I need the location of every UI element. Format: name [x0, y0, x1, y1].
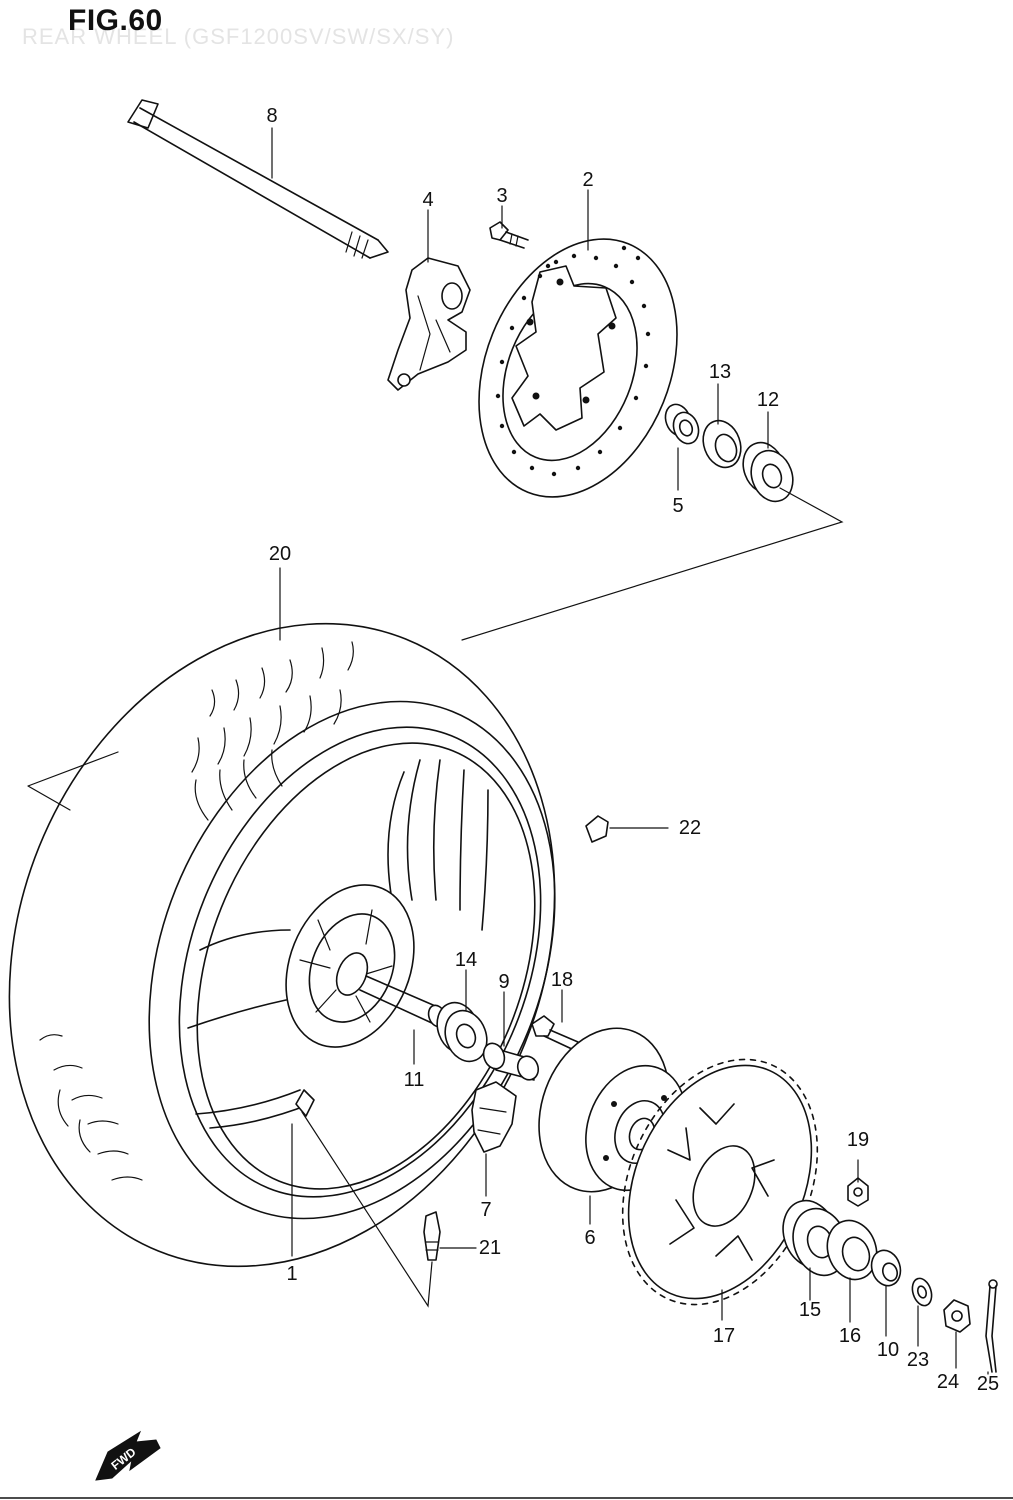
washer-shape-23	[911, 1277, 933, 1307]
label-part-15: 15	[799, 1299, 821, 1321]
damper-shape	[471, 1081, 517, 1153]
label-part-10: 10	[877, 1339, 899, 1361]
wheel-rim-shape	[178, 726, 542, 1198]
collar-shape	[482, 1042, 540, 1081]
label-part-6: 6	[584, 1227, 595, 1249]
label-part-17: 17	[713, 1325, 735, 1347]
rear-axle-shape	[127, 99, 389, 259]
brake-disc-shape	[478, 238, 678, 498]
label-part-8: 8	[266, 105, 277, 127]
rear-tire-shape	[8, 622, 556, 1268]
sprocket-bolt-shape	[531, 1015, 579, 1051]
part-labels: 8 4 3 2 13 12 5 20 22 14 9 18 11 19 7 6 …	[266, 105, 999, 1395]
label-part-20: 20	[269, 543, 291, 565]
label-part-7: 7	[480, 1199, 491, 1221]
forward-direction-badge: FWD	[95, 1430, 161, 1481]
oil-seal-shape-16	[826, 1219, 878, 1281]
label-part-14: 14	[455, 949, 477, 971]
label-part-11: 11	[404, 1069, 425, 1091]
oil-seal-shape	[702, 419, 742, 469]
label-part-23: 23	[907, 1349, 929, 1371]
label-part-5: 5	[672, 495, 683, 517]
axle-nut-shape-24	[943, 1299, 971, 1333]
leader-lines	[27, 127, 989, 1375]
air-valve-shape	[423, 1211, 441, 1261]
caliper-bracket-shape	[387, 257, 471, 391]
bearing-shape-14	[436, 1001, 488, 1063]
figure-title: FIG.60	[68, 4, 163, 37]
balancer-weight-shape	[585, 815, 609, 843]
nut-shape-19	[847, 1177, 869, 1207]
label-part-9: 9	[498, 971, 509, 993]
label-part-25: 25	[977, 1373, 999, 1395]
label-part-16: 16	[839, 1325, 861, 1347]
spacer-shape-10	[870, 1249, 902, 1287]
label-part-1: 1	[286, 1263, 297, 1285]
label-part-19: 19	[847, 1129, 869, 1151]
label-part-3: 3	[496, 185, 507, 207]
label-part-21: 21	[479, 1237, 501, 1259]
label-part-12: 12	[757, 389, 779, 411]
figure-subtitle: REAR WHEEL (GSF1200SV/SW/SX/SY)	[22, 24, 455, 49]
spacer-shape	[664, 403, 700, 445]
label-part-24: 24	[937, 1371, 959, 1393]
label-part-22: 22	[679, 817, 701, 839]
label-part-13: 13	[709, 361, 731, 383]
label-part-18: 18	[551, 969, 573, 991]
cotter-pin-shape-25	[985, 1279, 998, 1373]
label-part-2: 2	[582, 169, 593, 191]
label-part-4: 4	[422, 189, 433, 211]
disc-bolt-shape	[489, 221, 529, 249]
